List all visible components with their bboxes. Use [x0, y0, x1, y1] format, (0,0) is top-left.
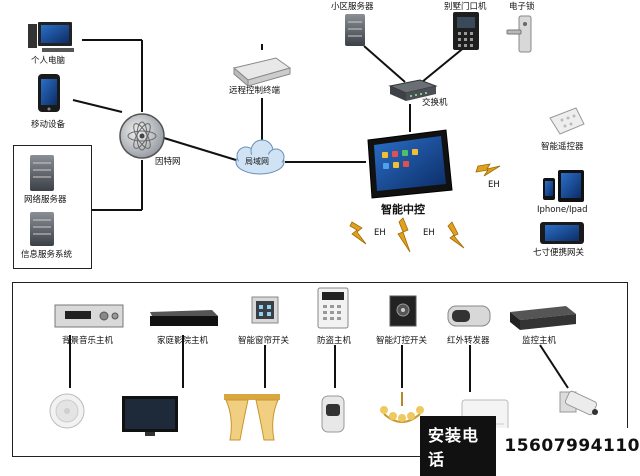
device-label: 监控主机	[522, 336, 557, 346]
device-label: 家庭影院主机	[157, 336, 209, 346]
internet-globe-icon	[119, 113, 165, 159]
line-internet-lan	[163, 137, 237, 161]
iphone-ipad-label: Iphone/Ipad	[537, 205, 588, 215]
line-server-switch	[363, 45, 406, 83]
lightning-icon	[475, 163, 501, 177]
eh-label-2: EH	[423, 228, 435, 238]
smart-remote-label: 智能遥控器	[541, 142, 584, 152]
eh-label-1: EH	[374, 228, 386, 238]
info-server-icon	[30, 212, 54, 246]
e-lock-label: 电子锁	[509, 2, 535, 12]
smart-home-diagram: 个人电脑 移动设备 因特网 网络服务器 信息服务系统 远程控制终端 局域网 小区…	[12, 2, 640, 476]
network-switch-icon	[388, 79, 438, 101]
lightning-icon	[349, 221, 367, 245]
net-server-label: 网络服务器	[24, 195, 67, 205]
diagram-canvas	[28, 12, 598, 441]
network-server-icon	[30, 155, 54, 191]
line-dev-7	[539, 344, 569, 389]
switch-label: 交换机	[422, 98, 448, 108]
lightning-icon	[447, 221, 465, 249]
line-door-switch	[421, 45, 467, 83]
pc-icon	[28, 22, 74, 52]
chandelier-icon	[380, 392, 424, 423]
curtain-icon	[224, 394, 280, 441]
background-music-host-icon	[54, 304, 124, 328]
info-system-label: 信息服务系统	[21, 250, 73, 260]
device-label: 防盗主机	[317, 336, 352, 346]
lan-label: 局域网	[245, 157, 269, 166]
tv-icon	[122, 396, 178, 436]
gateway-label: 七寸便携网关	[533, 248, 585, 258]
wireless-signal-icons	[349, 163, 501, 253]
iphone-ipad-icon	[543, 170, 584, 202]
eh-label-3: EH	[488, 180, 500, 190]
curtain-switch-icon	[251, 296, 279, 324]
center-label: 智能中控	[381, 203, 425, 216]
install-phone-tag: 安装电话	[420, 415, 497, 476]
connection-lines	[69, 39, 569, 392]
villa-door-label: 别墅门口机	[444, 2, 487, 12]
device-label: 背景音乐主机	[62, 336, 114, 346]
ceiling-speaker-icon	[49, 393, 85, 429]
ir-transponder-icon	[447, 305, 491, 327]
lighting-switch-icon	[389, 295, 417, 327]
remote-terminal-icon	[232, 57, 292, 88]
mobile-icon	[38, 74, 60, 112]
device-label: 智能灯控开关	[376, 336, 428, 346]
install-phone-number[interactable]: 15607994110	[504, 435, 640, 456]
portable-gateway-icon	[540, 222, 584, 244]
villa-door-icon	[453, 12, 479, 50]
monitoring-host-icon	[510, 306, 576, 330]
device-label: 智能窗帘开关	[238, 336, 290, 346]
home-theater-host-icon	[150, 310, 218, 326]
community-server-icon	[345, 14, 365, 46]
install-phone-banner: 安装电话 15607994110	[420, 415, 640, 476]
security-camera-icon	[559, 390, 598, 416]
mobile-label: 移动设备	[31, 120, 66, 130]
pc-label: 个人电脑	[31, 56, 66, 66]
internet-label: 因特网	[155, 157, 181, 167]
smart-center-panel-icon	[367, 129, 453, 199]
device-label: 红外转发器	[447, 336, 490, 346]
lan-cloud-icon	[235, 139, 285, 175]
lightning-icon	[397, 217, 411, 253]
remote-terminal-label: 远程控制终端	[229, 86, 281, 96]
motion-detector-icon	[321, 395, 345, 433]
electronic-lock-icon	[506, 15, 532, 53]
community-server-label: 小区服务器	[331, 2, 374, 12]
smart-remote-icon	[549, 107, 585, 135]
line-mobile	[72, 99, 123, 113]
device-group-frame	[12, 282, 628, 457]
anti-theft-host-icon	[317, 287, 349, 329]
server-group-frame	[13, 145, 92, 269]
